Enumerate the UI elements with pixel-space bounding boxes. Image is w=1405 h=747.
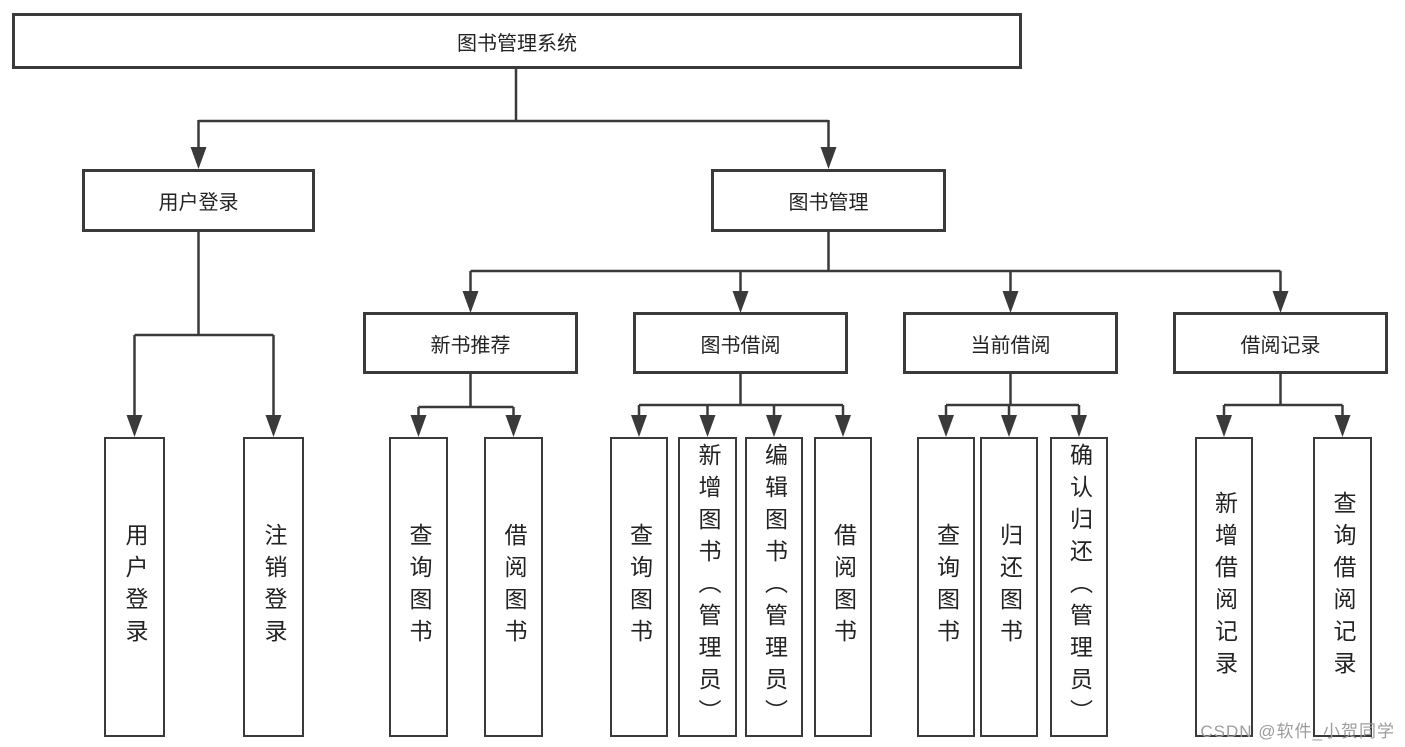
node-current-borrow: 当前借阅 bbox=[903, 312, 1118, 374]
node-label: 图书借阅 bbox=[700, 334, 781, 357]
leaf-query-books-recommend: 查询图书 bbox=[389, 437, 448, 737]
leaf-edit-books-admin: 编辑图书（管理员） bbox=[745, 437, 803, 737]
node-new-book-recommend: 新书推荐 bbox=[363, 312, 578, 374]
leaf-borrow-books: 借阅图书 bbox=[814, 437, 872, 737]
node-label: 查询图书 bbox=[933, 523, 960, 651]
node-label: 归还图书 bbox=[996, 523, 1023, 651]
leaf-logout-login: 注销登录 bbox=[243, 437, 304, 737]
node-label: 查询图书 bbox=[626, 523, 653, 651]
connector-newbook-to-leaves bbox=[410, 374, 522, 437]
connector-borrowrecord-to-leaves bbox=[1216, 374, 1351, 437]
node-label: 注销登录 bbox=[261, 523, 287, 651]
leaf-user-login: 用户登录 bbox=[104, 437, 165, 737]
node-label: 当前借阅 bbox=[970, 334, 1051, 357]
node-label: 图书管理系统 bbox=[457, 32, 577, 55]
leaf-query-books-current: 查询图书 bbox=[917, 437, 975, 737]
connector-root-to-level2 bbox=[190, 69, 837, 169]
node-label: 用户登录 bbox=[122, 523, 148, 651]
node-user-login: 用户登录 bbox=[82, 169, 315, 232]
node-label: 借阅记录 bbox=[1240, 334, 1321, 357]
leaf-return-books: 归还图书 bbox=[980, 437, 1038, 737]
node-book-borrow: 图书借阅 bbox=[633, 312, 848, 374]
node-label: 新书推荐 bbox=[430, 334, 511, 357]
leaf-query-borrow-record: 查询借阅记录 bbox=[1313, 437, 1372, 737]
node-label: 查询图书 bbox=[406, 523, 432, 651]
node-label: 图书管理 bbox=[788, 192, 869, 214]
node-label: 确认归还（管理员） bbox=[1066, 443, 1093, 731]
node-label: 用户登录 bbox=[158, 192, 239, 214]
leaf-add-books-admin: 新增图书（管理员） bbox=[678, 437, 737, 737]
node-root-system: 图书管理系统 bbox=[12, 13, 1022, 69]
connector-bookmgmt-to-level3 bbox=[462, 232, 1289, 313]
node-book-management: 图书管理 bbox=[711, 169, 946, 232]
leaf-borrow-books-recommend: 借阅图书 bbox=[484, 437, 543, 737]
connector-userlogin-to-leaves bbox=[126, 232, 282, 437]
node-borrow-records: 借阅记录 bbox=[1173, 312, 1388, 374]
watermark: CSDN @软件_小贺同学 bbox=[1200, 722, 1395, 741]
node-label: 编辑图书（管理员） bbox=[761, 443, 788, 731]
leaf-add-borrow-record: 新增借阅记录 bbox=[1195, 437, 1253, 737]
leaf-confirm-return-admin: 确认归还（管理员） bbox=[1050, 437, 1108, 737]
node-label: 查询借阅记录 bbox=[1330, 491, 1356, 683]
node-label: 借阅图书 bbox=[501, 523, 527, 651]
connector-bookborrow-to-leaves bbox=[631, 374, 851, 437]
connector-currentborrow-to-leaves bbox=[938, 374, 1087, 437]
node-label: 新增图书（管理员） bbox=[695, 443, 721, 731]
node-label: 借阅图书 bbox=[830, 523, 857, 651]
leaf-query-books-borrow: 查询图书 bbox=[610, 437, 668, 737]
node-label: 新增借阅记录 bbox=[1211, 491, 1238, 683]
